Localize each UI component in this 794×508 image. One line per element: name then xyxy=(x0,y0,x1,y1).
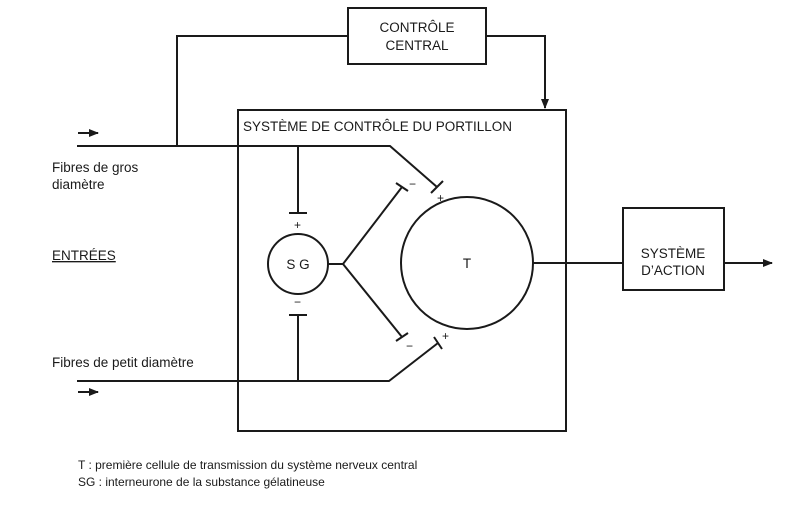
central-control-label-2: CENTRAL xyxy=(385,38,449,53)
sign-minus: − xyxy=(294,295,301,309)
central-control-box: CONTRÔLE CENTRAL xyxy=(347,7,487,65)
action-system-label-1: SYSTÈME xyxy=(641,246,706,261)
large-fibre-line xyxy=(77,145,438,188)
synapse-bar xyxy=(395,332,409,342)
synapse-bar xyxy=(395,182,409,192)
sign-minus: − xyxy=(406,339,413,353)
sign-plus: + xyxy=(294,218,301,232)
legend-sg: SG : interneurone de la substance gélati… xyxy=(78,475,325,489)
gate-control-title: SYSTÈME DE CONTRÔLE DU PORTILLON xyxy=(243,119,512,134)
synapse-bar xyxy=(430,180,444,194)
gate-control-box: SYSTÈME DE CONTRÔLE DU PORTILLON xyxy=(237,109,567,432)
large-fibres-label-2: diamètre xyxy=(52,177,105,192)
sign-plus: + xyxy=(442,329,449,343)
central-control-label-1: CONTRÔLE xyxy=(379,20,454,35)
sg-label: S G xyxy=(286,257,309,272)
feed-to-central-control xyxy=(176,35,348,146)
small-fibres-label: Fibres de petit diamètre xyxy=(52,355,194,370)
sg-output-branches xyxy=(328,186,403,338)
central-control-arrow xyxy=(486,35,549,109)
legend-t: T : première cellule de transmission du … xyxy=(78,458,417,472)
t-label: T xyxy=(463,256,471,271)
action-system-label-2: D’ACTION xyxy=(641,263,705,278)
small-fibre-line xyxy=(77,342,439,382)
sign-minus: − xyxy=(409,177,416,191)
synapse-bar xyxy=(433,336,443,350)
large-fibres-label-1: Fibres de gros xyxy=(52,160,139,175)
inputs-heading: ENTRÉES xyxy=(52,248,116,263)
action-system-box: SYSTÈME D’ACTION xyxy=(622,207,725,291)
sign-plus: + xyxy=(437,191,444,205)
